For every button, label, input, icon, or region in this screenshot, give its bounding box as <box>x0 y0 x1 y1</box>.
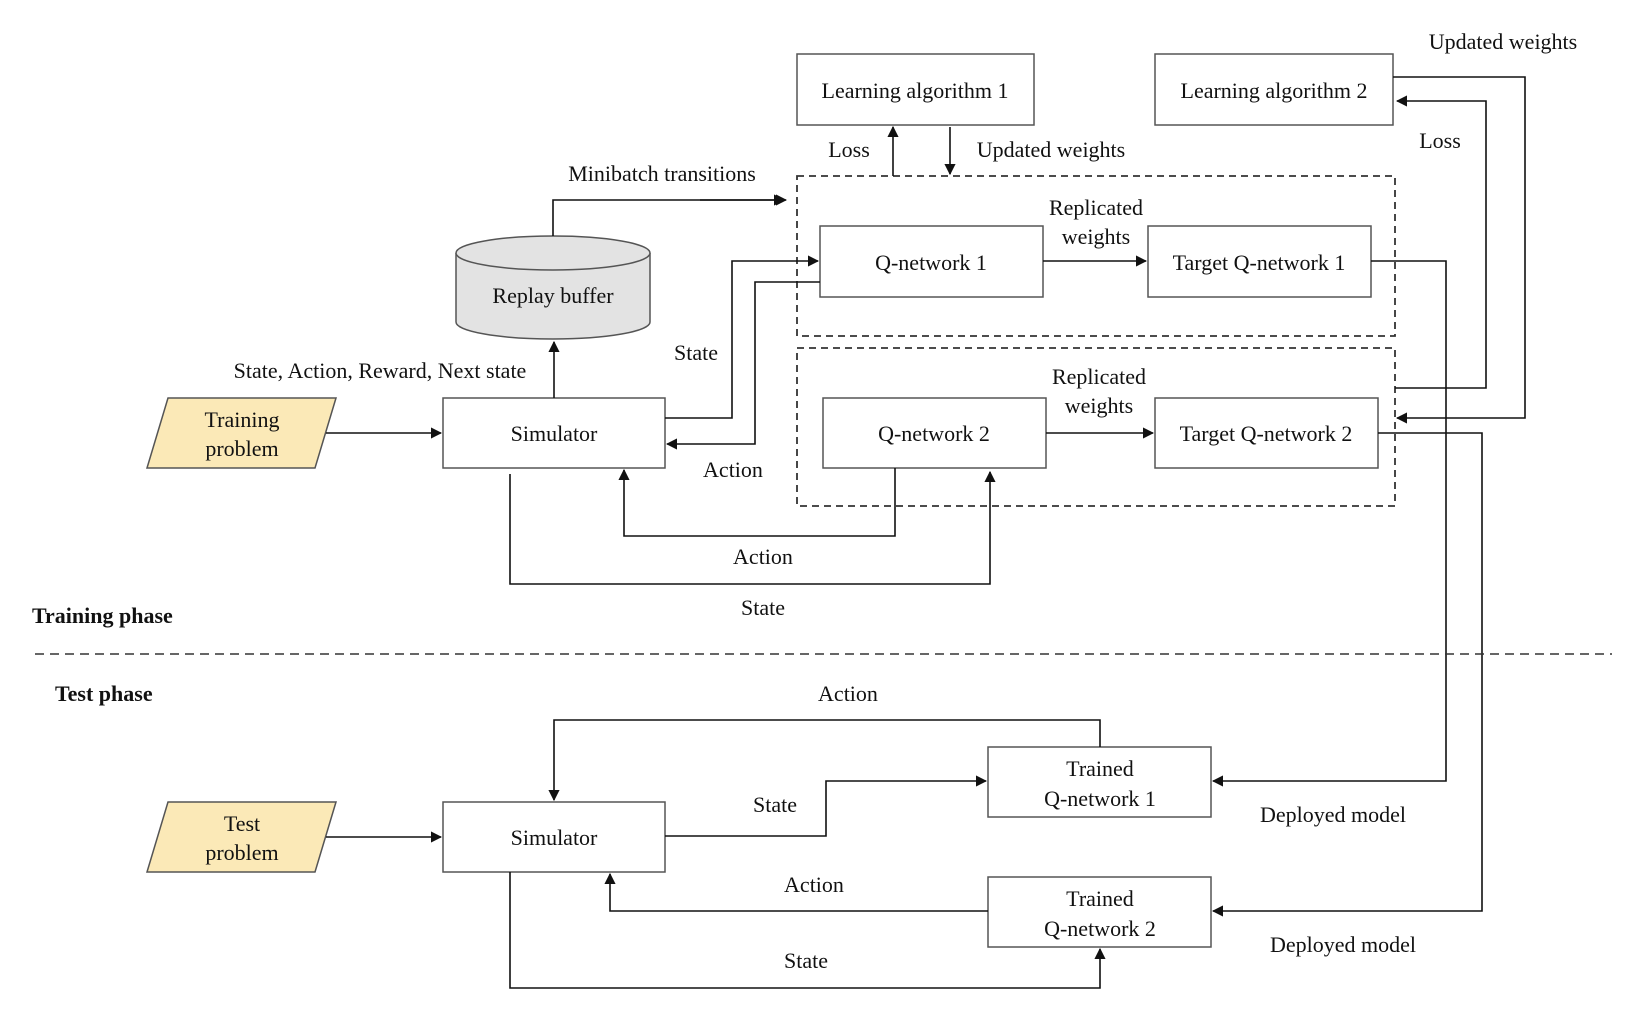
label-deployed-model-1: Deployed model <box>1260 802 1406 827</box>
edge-test-action-from-trained-q2 <box>604 872 988 912</box>
test-problem-node: Test problem <box>145 801 338 873</box>
target-q-network-2-label: Target Q-network 2 <box>1180 421 1353 446</box>
label-action-q2: Action <box>733 544 793 569</box>
label-test-state-2: State <box>784 948 828 973</box>
training-simulator-label: Simulator <box>511 421 598 446</box>
q-network-2-group <box>796 347 1396 507</box>
edge-test-state-to-trained-q1 <box>665 775 988 837</box>
edge-deployed-model-1 <box>1211 260 1447 787</box>
label-test-action-2: Action <box>784 872 844 897</box>
learning-algorithm-1-node: Learning algorithm 1 <box>796 53 1035 126</box>
trained-q-network-1-label-line1: Trained <box>1066 756 1134 781</box>
test-simulator-label: Simulator <box>511 825 598 850</box>
label-updated-weights-top: Updated weights <box>1429 29 1577 54</box>
q-network-2-label: Q-network 2 <box>878 421 990 446</box>
target-q-network-2-node: Target Q-network 2 <box>1154 397 1379 469</box>
label-test-action-top: Action <box>818 681 878 706</box>
label-updated-weights-1: Updated weights <box>977 137 1125 162</box>
label-state-q2: State <box>741 595 785 620</box>
label-replicated-weights-1-line1: Replicated <box>1049 195 1143 220</box>
learning-algorithm-1-label: Learning algorithm 1 <box>822 78 1009 103</box>
replay-buffer-label: Replay buffer <box>492 283 614 308</box>
trained-q-network-2-label-line1: Trained <box>1066 886 1134 911</box>
test-simulator-node: Simulator <box>442 801 666 873</box>
learning-algorithm-2-node: Learning algorithm 2 <box>1154 53 1394 126</box>
label-state-action-reward: State, Action, Reward, Next state <box>234 358 527 383</box>
q-network-1-group <box>796 175 1396 337</box>
label-replicated-weights-2-line1: Replicated <box>1052 364 1146 389</box>
label-replicated-weights-2-line2: weights <box>1065 393 1133 418</box>
learning-algorithm-2-label: Learning algorithm 2 <box>1181 78 1368 103</box>
q-network-2-node: Q-network 2 <box>822 397 1047 469</box>
edge-state-to-q1 <box>665 255 820 419</box>
training-simulator-node: Simulator <box>442 397 666 469</box>
edge-loss-2 <box>1395 95 1487 389</box>
edge-deployed-model-2 <box>1211 432 1483 917</box>
label-deployed-model-2: Deployed model <box>1270 932 1416 957</box>
label-state-q1: State <box>674 340 718 365</box>
label-loss-1: Loss <box>828 137 870 162</box>
trained-q-network-1-node: Trained Q-network 1 <box>987 746 1212 818</box>
q-network-1-label: Q-network 1 <box>875 250 987 275</box>
trained-q-network-1-label-line2: Q-network 1 <box>1044 786 1156 811</box>
edge-test-action-from-trained-q1 <box>548 719 1101 802</box>
training-problem-node: Training problem <box>145 397 338 469</box>
test-problem-label-line2: problem <box>205 840 278 865</box>
training-problem-label-line2: problem <box>205 436 278 461</box>
edge-updated-weights-2 <box>1393 76 1526 424</box>
label-test-state-1: State <box>753 792 797 817</box>
target-q-network-1-label: Target Q-network 1 <box>1173 250 1346 275</box>
training-problem-label-line1: Training <box>205 407 280 432</box>
edge-minibatch <box>552 194 786 236</box>
edge-state-to-q2 <box>509 470 996 585</box>
edge-action-from-q2 <box>618 468 896 537</box>
label-loss-2: Loss <box>1419 128 1461 153</box>
label-minibatch-transitions: Minibatch transitions <box>568 161 756 186</box>
trained-q-network-2-node: Trained Q-network 2 <box>987 876 1212 948</box>
q-network-1-node: Q-network 1 <box>819 225 1044 298</box>
edge-test-state-to-trained-q2 <box>509 872 1106 989</box>
target-q-network-1-node: Target Q-network 1 <box>1147 225 1372 298</box>
replay-buffer-node: Replay buffer <box>455 235 651 340</box>
test-phase-label: Test phase <box>55 681 153 706</box>
label-action-q1: Action <box>703 457 763 482</box>
trained-q-network-2-label-line2: Q-network 2 <box>1044 916 1156 941</box>
label-replicated-weights-1-line2: weights <box>1062 224 1130 249</box>
edge-action-from-q1 <box>665 281 820 450</box>
training-phase-label: Training phase <box>32 603 173 628</box>
test-problem-label-line1: Test <box>224 811 260 836</box>
